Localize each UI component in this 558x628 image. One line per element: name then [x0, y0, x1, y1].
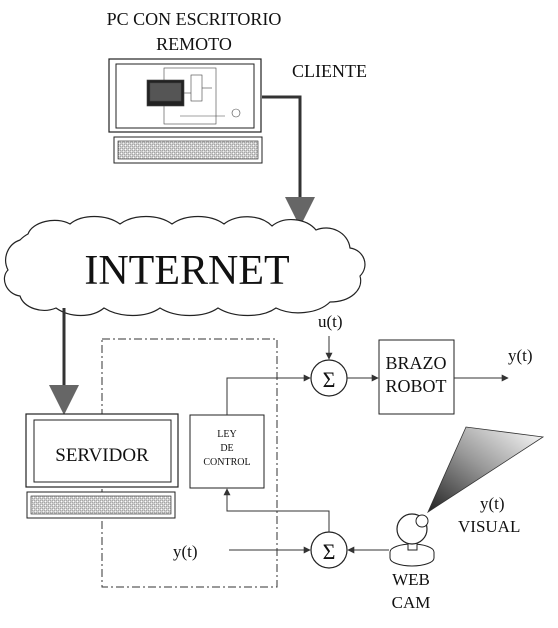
control-law-line2: DE: [220, 443, 233, 454]
robot-line2: ROBOT: [385, 376, 446, 396]
internet-cloud: INTERNET: [3, 215, 366, 317]
reference-y-label: y(t): [173, 542, 198, 561]
client-internet-link: [262, 95, 315, 227]
server-keys: [30, 495, 172, 515]
server-pc: SERVIDOR: [25, 413, 179, 519]
upper-summing-junction: Σ: [310, 359, 348, 397]
input-u-label: u(t): [318, 312, 343, 331]
remote-desktop-thumbnail: [146, 67, 241, 125]
webcam-line2: CAM: [392, 593, 431, 612]
sum-to-control-arrow: [223, 488, 330, 532]
client-keys: [117, 140, 259, 160]
webcam-line1: WEB: [392, 570, 430, 589]
client-title-line2: REMOTO: [156, 34, 232, 54]
client-label: CLIENTE: [292, 61, 367, 81]
visual-y-line1: y(t): [480, 494, 505, 513]
lower-summing-junction: Σ: [310, 531, 348, 569]
visual-y-line2: VISUAL: [458, 517, 520, 536]
control-law-block: LEY DE CONTROL: [189, 414, 265, 489]
client-screen: [115, 63, 255, 129]
client-pc: PC CON ESCRITORIO REMOTO CLIENTE: [107, 9, 367, 164]
internet-label: INTERNET: [84, 248, 289, 294]
control-law-line1: LEY: [217, 429, 236, 440]
control-to-sum-arrow: [226, 374, 311, 415]
robot-line1: BRAZO: [385, 353, 446, 373]
output-y-label: y(t): [508, 346, 533, 365]
server-label: SERVIDOR: [55, 445, 149, 466]
upper-sum-symbol: Σ: [323, 367, 336, 392]
camera-view-cone: [427, 426, 545, 514]
webcam-icon: [389, 513, 435, 567]
server-screen: [33, 419, 172, 483]
lower-sum-symbol: Σ: [323, 539, 336, 564]
client-title-line1: PC CON ESCRITORIO: [107, 9, 282, 29]
robot-arm-block: BRAZO ROBOT: [378, 339, 455, 415]
control-law-line3: CONTROL: [203, 457, 250, 468]
